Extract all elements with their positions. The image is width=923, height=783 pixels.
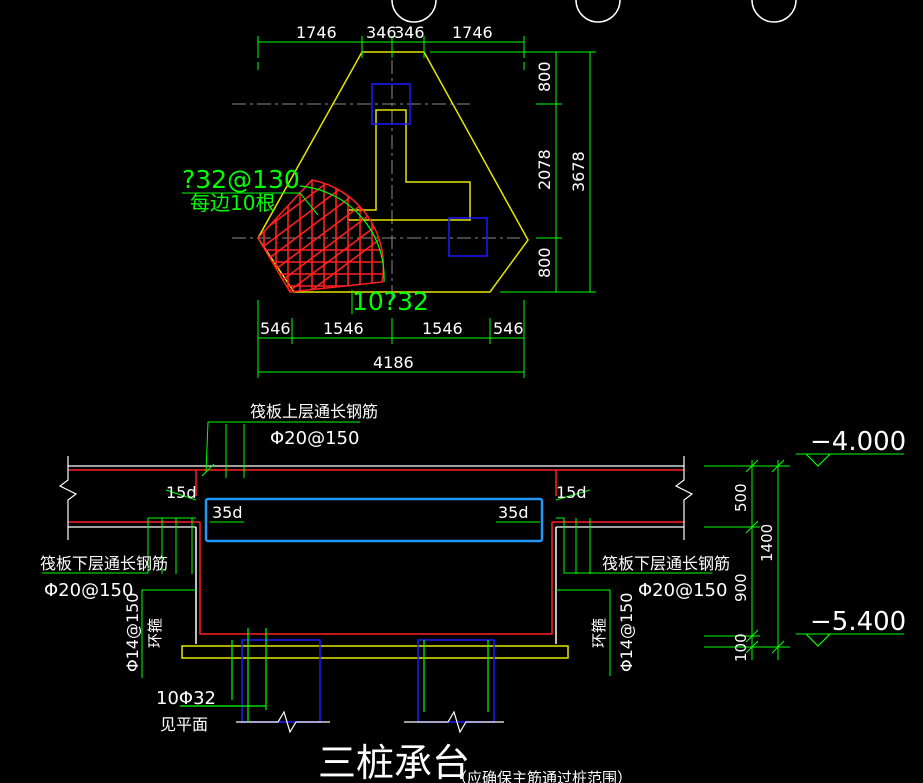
section-view: 筏板上层通长钢筋 Φ20@150 15d 15d 35d 35d 筏板下层通长钢… — [40, 402, 906, 734]
grid-bubble — [391, 0, 437, 23]
axis-lines — [232, 60, 520, 300]
stirrup-label-right: 环箍 — [590, 618, 608, 648]
dim-bottom-3: 1546 — [422, 319, 463, 338]
main-bar-note: 见平面 — [160, 715, 208, 734]
grid-bubble — [575, 0, 621, 23]
dim-right-3: 800 — [535, 247, 554, 278]
piles — [241, 639, 495, 723]
dim-right-2: 2078 — [535, 149, 554, 190]
grid-bubbles — [391, 0, 797, 23]
plan-view: ?32@130 每边10根 10?32 1746 346 346 1746 — [182, 23, 596, 378]
rebar-count: 10?32 — [352, 287, 429, 316]
dim-top-2: 346 — [366, 23, 397, 42]
rebar-each-side: 每边10根 — [190, 191, 275, 215]
stirrup-spec-left: Φ14@150 — [123, 593, 142, 673]
section-dims — [704, 459, 790, 660]
rebar-spec: ?32@130 — [182, 165, 300, 194]
mesh-edge — [257, 179, 385, 293]
anchor-right: 35d — [498, 503, 529, 522]
anchor-highlight-box — [204, 497, 544, 543]
lap-top-right: 15d — [556, 483, 587, 502]
section-leaders — [42, 421, 712, 678]
dim-section-2: 900 — [732, 573, 750, 602]
stirrup-label-left: 环箍 — [146, 618, 164, 648]
grid-bubble — [751, 0, 797, 23]
pile-break-lines — [236, 710, 504, 734]
plan-right-dims — [430, 51, 596, 293]
top-rebar-label: 筏板上层通长钢筋 — [250, 402, 378, 421]
dim-right-1: 800 — [535, 61, 554, 92]
dim-bottom-2: 1546 — [323, 319, 364, 338]
dim-bottom-1: 546 — [260, 319, 291, 338]
lap-top-left: 15d — [166, 483, 197, 502]
raft-slab — [58, 456, 694, 540]
dim-top-3: 346 — [394, 23, 425, 42]
cap-body — [181, 470, 569, 659]
plan-bottom-dims — [257, 300, 525, 378]
dim-bottom-total: 4186 — [373, 353, 414, 372]
dim-right-total: 3678 — [569, 151, 588, 192]
mesh-arc — [299, 185, 385, 283]
elevation-marks: −4.000 −5.400 — [796, 427, 906, 647]
plan-top-dims — [257, 36, 525, 70]
drawing-title: 三桩承台 — [318, 741, 470, 783]
dim-section-total: 1400 — [758, 524, 776, 562]
tie-beam-outline — [347, 109, 471, 221]
dim-section-1: 500 — [732, 483, 750, 512]
column — [371, 83, 411, 125]
drawing-note: （应确保主筋通过桩范围） — [452, 769, 632, 783]
top-rebar-spec: Φ20@150 — [270, 428, 359, 449]
dim-bottom-4: 546 — [493, 319, 524, 338]
elevation-bottom: −5.400 — [810, 607, 906, 637]
dim-section-3: 100 — [732, 633, 750, 662]
main-bar-spec: 10Φ32 — [156, 688, 216, 709]
bottom-rebar-label-right: 筏板下层通长钢筋 — [602, 554, 730, 573]
dim-top-1: 1746 — [296, 23, 337, 42]
bottom-rebar-spec-right: Φ20@150 — [638, 580, 727, 601]
bottom-rebar-spec-left: Φ20@150 — [44, 580, 133, 601]
anchor-left: 35d — [212, 503, 243, 522]
stirrup-spec-right: Φ14@150 — [617, 593, 636, 673]
bottom-rebar-label-left: 筏板下层通长钢筋 — [40, 554, 168, 573]
elevation-top: −4.000 — [810, 427, 906, 457]
pile-rebar — [180, 628, 489, 722]
dim-top-4: 1746 — [452, 23, 493, 42]
column — [448, 217, 488, 257]
plan-annotations: ?32@130 每边10根 10?32 — [182, 165, 429, 316]
